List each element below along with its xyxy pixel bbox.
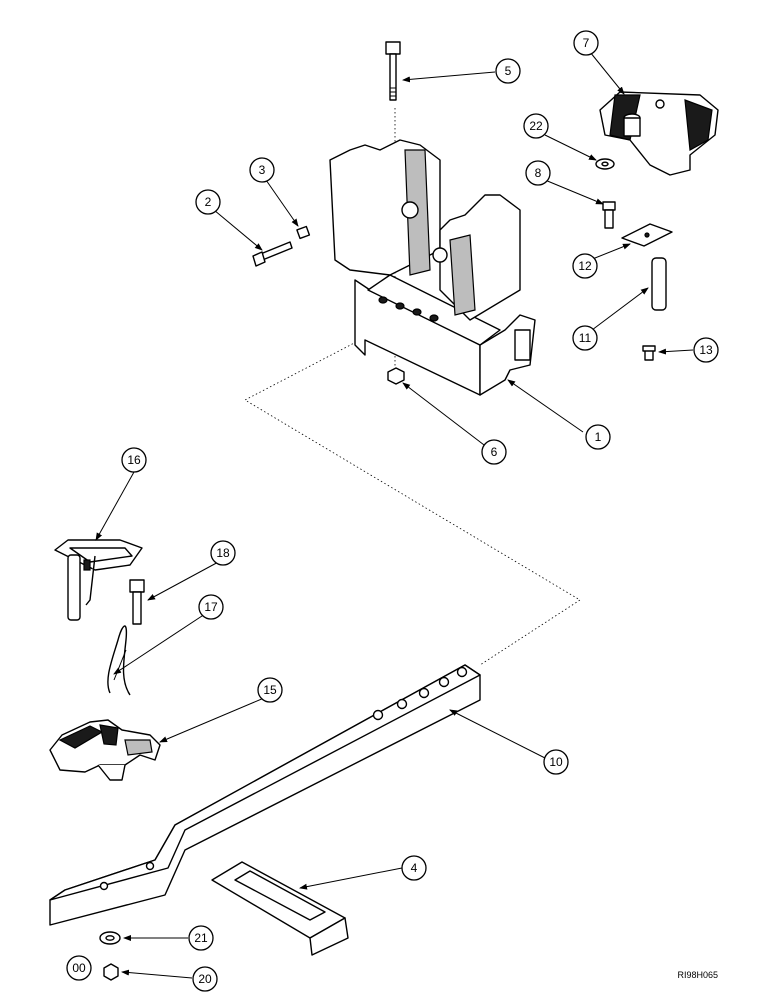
svg-text:4: 4 <box>411 861 418 875</box>
part-bolt-5[interactable] <box>385 41 401 101</box>
callout-16: 16 <box>121 447 147 473</box>
svg-text:11: 11 <box>579 331 592 345</box>
callout-5: 5 <box>495 58 521 84</box>
callout-2: 2 <box>195 189 221 215</box>
svg-text:20: 20 <box>198 972 212 986</box>
drawing-reference-id: RI98H065 <box>677 970 718 980</box>
svg-text:5: 5 <box>505 64 512 78</box>
part-washer-22[interactable] <box>595 158 615 170</box>
part-wear-plate-4[interactable] <box>211 861 349 956</box>
part-plate-12[interactable] <box>621 223 673 247</box>
part-clevis-15[interactable] <box>49 719 161 781</box>
callout-8: 8 <box>525 160 551 186</box>
callout-18: 18 <box>210 540 236 566</box>
part-bolt-18[interactable] <box>129 579 145 625</box>
callout-1: 1 <box>585 424 611 450</box>
svg-text:8: 8 <box>535 166 542 180</box>
callout-7: 7 <box>573 30 599 56</box>
part-washer-21[interactable] <box>99 931 121 945</box>
part-nut-6[interactable] <box>387 367 405 385</box>
svg-text:10: 10 <box>549 755 563 769</box>
svg-text:16: 16 <box>127 453 141 467</box>
svg-text:21: 21 <box>194 931 208 945</box>
callout-12: 12 <box>572 253 598 279</box>
part-bolt-13[interactable] <box>642 345 656 361</box>
svg-text:6: 6 <box>491 445 498 459</box>
svg-text:13: 13 <box>699 343 713 357</box>
part-nut-3[interactable] <box>296 225 311 240</box>
svg-text:7: 7 <box>583 36 590 50</box>
svg-text:1: 1 <box>595 430 602 444</box>
svg-text:12: 12 <box>578 259 592 273</box>
callout-00: 00 <box>66 955 92 981</box>
callout-4: 4 <box>401 855 427 881</box>
callout-21: 21 <box>188 925 214 951</box>
part-drawbar-10[interactable] <box>49 664 481 926</box>
svg-text:00: 00 <box>72 961 86 975</box>
callout-3: 3 <box>249 157 275 183</box>
callout-20: 20 <box>192 966 218 992</box>
part-hitch-pin-16[interactable] <box>54 539 143 621</box>
callout-15: 15 <box>257 677 283 703</box>
part-clamp-block-7[interactable] <box>599 91 719 176</box>
svg-text:17: 17 <box>204 600 218 614</box>
callout-10: 10 <box>543 749 569 775</box>
part-bolt-8[interactable] <box>602 201 616 229</box>
svg-text:2: 2 <box>205 195 212 209</box>
part-bolt-2[interactable] <box>252 241 293 267</box>
callout-6: 6 <box>481 439 507 465</box>
callout-13: 13 <box>693 337 719 363</box>
assembly-guide-lines <box>244 108 581 666</box>
callout-leader-lines <box>95 51 694 979</box>
part-pin-11[interactable] <box>651 257 667 311</box>
svg-text:18: 18 <box>216 546 230 560</box>
callout-17: 17 <box>198 594 224 620</box>
callout-22: 22 <box>523 113 549 139</box>
part-drawbar-support[interactable] <box>329 139 536 396</box>
callout-11: 11 <box>572 325 598 351</box>
part-nut-20[interactable] <box>103 963 119 981</box>
part-spring-clip-17[interactable] <box>107 625 131 696</box>
svg-text:22: 22 <box>529 119 543 133</box>
svg-text:3: 3 <box>259 163 266 177</box>
svg-text:15: 15 <box>263 683 277 697</box>
